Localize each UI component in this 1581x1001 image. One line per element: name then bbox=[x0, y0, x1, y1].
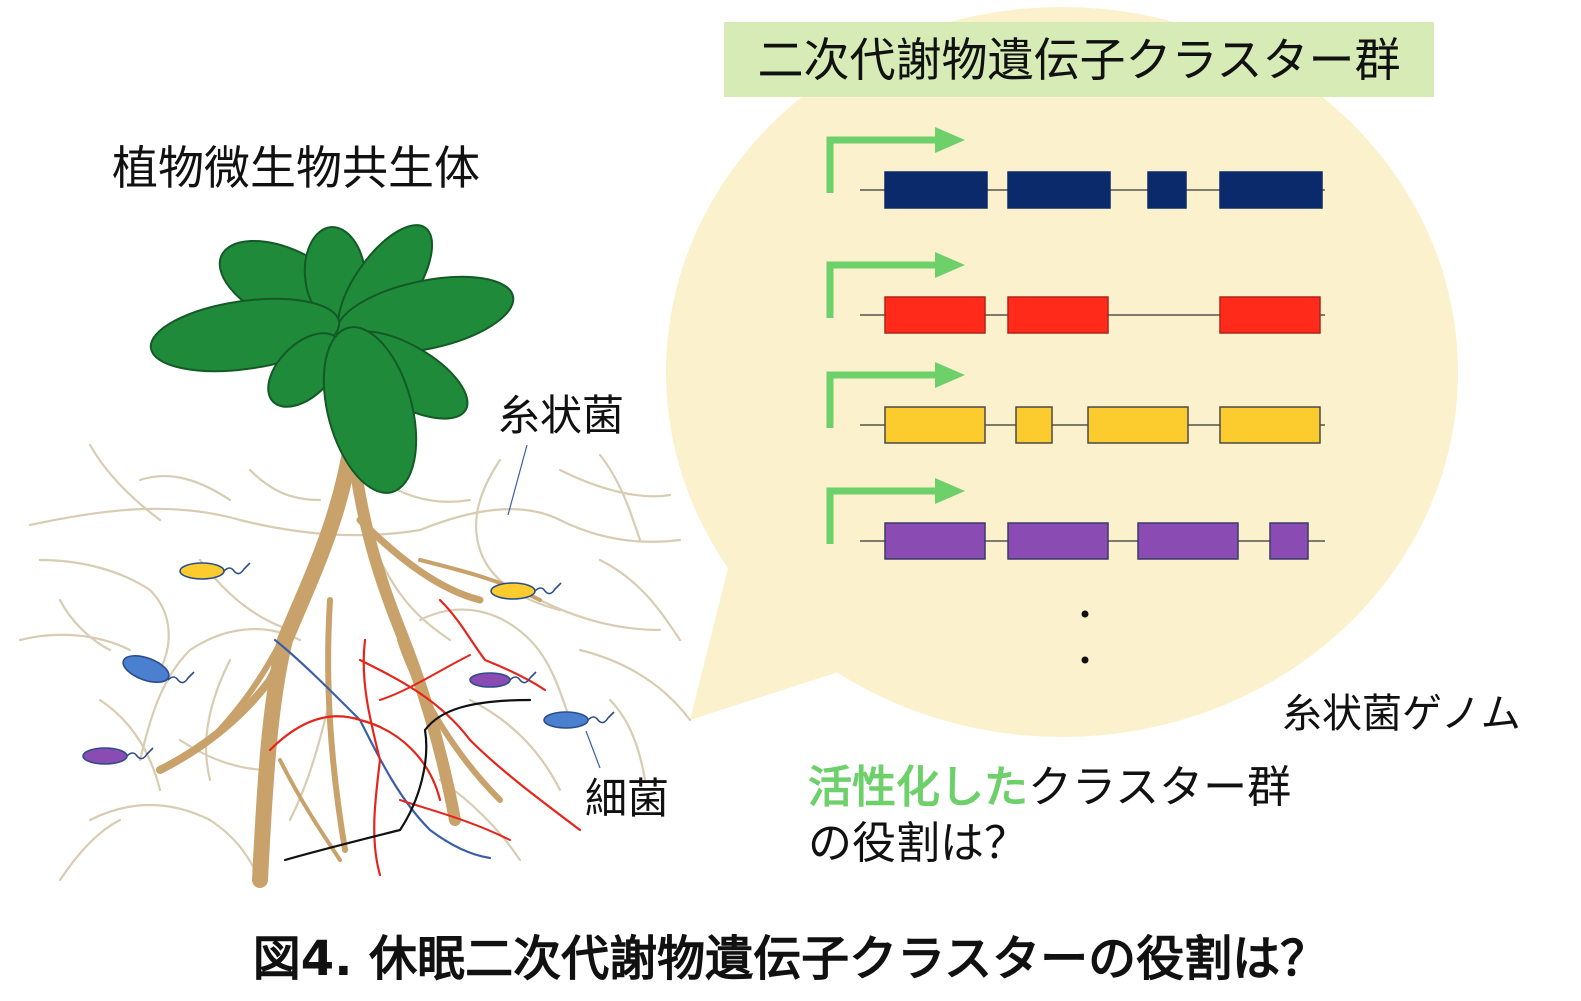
gene-block bbox=[1007, 296, 1109, 334]
gene-block bbox=[1269, 522, 1309, 560]
role-question: 活性化したクラスター群 の役割は？ bbox=[808, 760, 1291, 873]
label-leader-lines bbox=[507, 444, 601, 769]
gene-block bbox=[884, 171, 988, 209]
plant-roots bbox=[156, 432, 542, 888]
bacterium-yellow-2 bbox=[490, 582, 562, 600]
bacterium-blue-1 bbox=[122, 655, 195, 684]
bacterium-blue-2 bbox=[543, 711, 615, 729]
gene-cluster-purple bbox=[826, 478, 1325, 560]
fungus-leader-line bbox=[507, 444, 528, 516]
gene-block bbox=[1087, 406, 1189, 444]
gene-block bbox=[1007, 522, 1109, 560]
promoter-arrowhead bbox=[935, 478, 965, 504]
question-highlight: 活性化した bbox=[808, 762, 1028, 813]
colored-hyphae bbox=[268, 598, 582, 877]
fungal-hyphae bbox=[18, 443, 692, 882]
fungus-label: 糸状菌 bbox=[498, 391, 625, 440]
gene-block bbox=[884, 296, 986, 334]
gene-block bbox=[1015, 406, 1053, 444]
question-rest: クラスター群 bbox=[1028, 762, 1292, 813]
bacterium-purple-2 bbox=[82, 747, 154, 765]
gene-block bbox=[884, 406, 986, 444]
gene-block bbox=[1147, 171, 1187, 209]
bacterium-purple-1 bbox=[469, 671, 537, 688]
gene-cluster-group bbox=[826, 127, 1325, 560]
plant-leaves bbox=[149, 224, 515, 494]
bacteria-label: 細菌 bbox=[585, 774, 670, 823]
gene-block bbox=[884, 522, 986, 560]
promoter-arrow bbox=[826, 136, 940, 193]
promoter-arrow bbox=[826, 371, 940, 428]
continuation-dots bbox=[1081, 610, 1089, 664]
promoter-arrowhead bbox=[935, 252, 965, 278]
plant-title: 植物微生物共生体 bbox=[112, 141, 480, 195]
promoter-arrowhead bbox=[935, 127, 965, 153]
gene-cluster-yellow bbox=[826, 362, 1325, 444]
gene-cluster-red bbox=[826, 252, 1325, 334]
gene-block bbox=[1219, 296, 1321, 334]
cluster-header: 二次代謝物遺伝子クラスター群 bbox=[724, 22, 1434, 97]
gene-block bbox=[1007, 171, 1111, 209]
question-line-1: 活性化したクラスター群 bbox=[808, 760, 1291, 816]
promoter-arrowhead bbox=[935, 362, 965, 388]
gene-block bbox=[1219, 171, 1323, 209]
gene-cluster-navy bbox=[826, 127, 1325, 209]
genome-label: 糸状菌ゲノム bbox=[1282, 691, 1521, 737]
speech-bubble bbox=[666, 7, 1458, 737]
bacteria-leader-line bbox=[585, 730, 601, 769]
bacterium-yellow-1 bbox=[179, 562, 251, 580]
promoter-arrow bbox=[826, 261, 940, 318]
figure-caption: 図4. 休眠二次代謝物遺伝子クラスターの役割は？ bbox=[252, 931, 1329, 987]
bacteria bbox=[82, 562, 615, 765]
question-line-2: の役割は？ bbox=[808, 818, 1028, 870]
gene-block bbox=[1137, 522, 1239, 560]
promoter-arrow bbox=[826, 487, 940, 544]
gene-block bbox=[1219, 406, 1321, 444]
